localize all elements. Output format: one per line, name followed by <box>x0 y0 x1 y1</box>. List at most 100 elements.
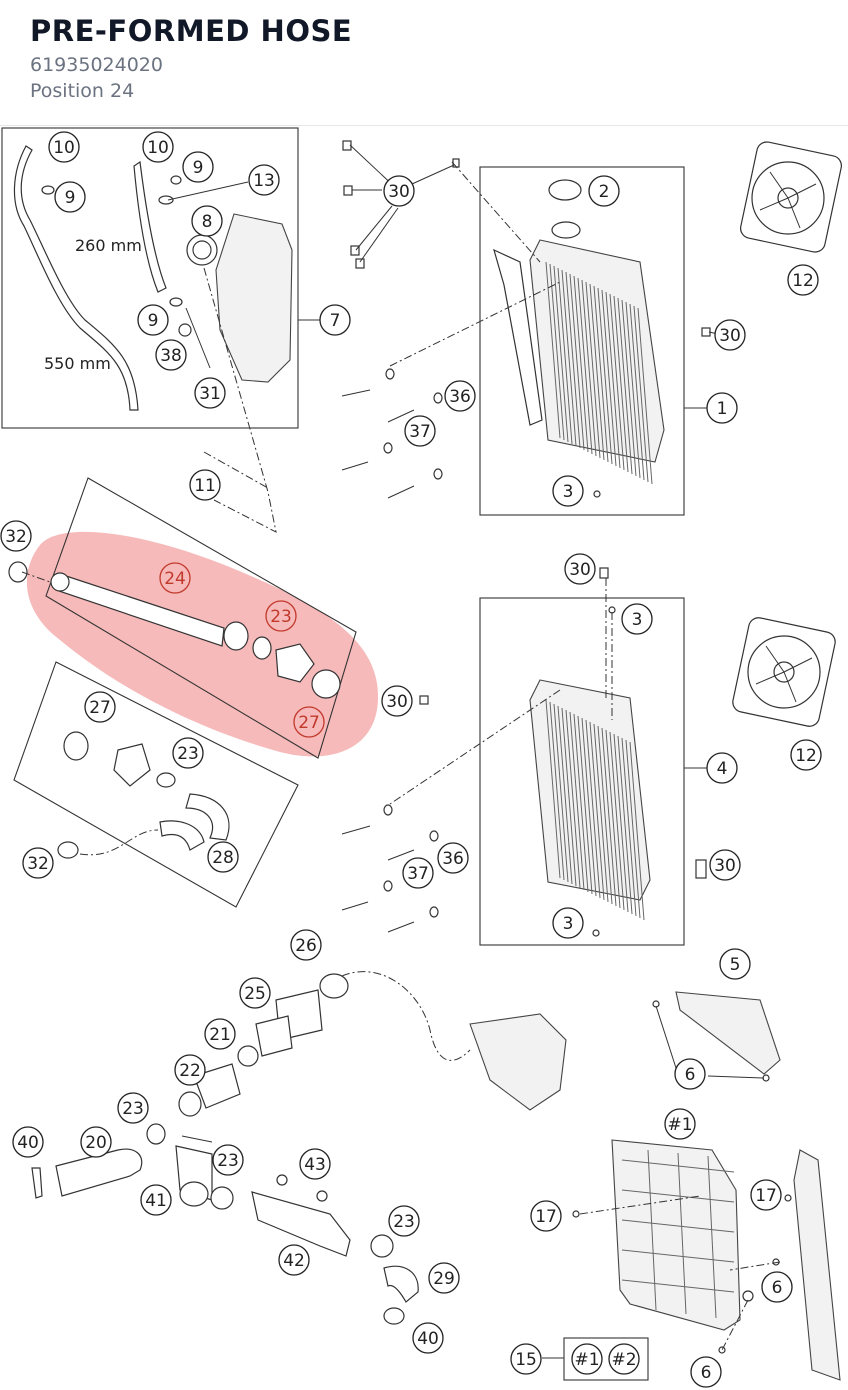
svg-text:10: 10 <box>147 138 169 158</box>
guard-rib <box>621 1159 735 1173</box>
callout-bubble[interactable]: 6 <box>674 1058 706 1090</box>
callout-bubble[interactable]: 26 <box>290 929 322 961</box>
dimension-550: 550 mm <box>44 354 111 373</box>
callout-bubble[interactable]: 32 <box>22 847 54 879</box>
radiator-guard-side <box>793 1149 841 1381</box>
callout-bubble[interactable]: 36 <box>437 842 469 874</box>
fin-line <box>581 279 597 457</box>
callout-bubble-highlighted[interactable]: 24 <box>159 562 191 594</box>
thermostat-cover <box>113 743 151 787</box>
callout-bubble[interactable]: 6 <box>761 1271 793 1303</box>
callout-bubble[interactable]: 37 <box>404 415 436 447</box>
svg-text:30: 30 <box>719 326 741 346</box>
svg-text:3: 3 <box>632 610 643 630</box>
callout-bubble[interactable]: 13 <box>248 164 280 196</box>
svg-text:2: 2 <box>599 182 610 202</box>
callout-bubble[interactable]: 37 <box>402 857 434 889</box>
svg-text:41: 41 <box>145 1191 167 1211</box>
svg-text:21: 21 <box>209 1025 231 1045</box>
callout-bubble[interactable]: 7 <box>319 304 351 336</box>
fin-line <box>629 303 645 481</box>
callout-bubble[interactable]: 11 <box>189 469 221 501</box>
svg-text:29: 29 <box>433 1269 455 1289</box>
callout-bubble[interactable]: 41 <box>140 1184 172 1216</box>
callout-bubble[interactable]: #2 <box>608 1343 640 1375</box>
callout-bubble-highlighted[interactable]: 23 <box>265 600 297 632</box>
svg-text:30: 30 <box>386 692 408 712</box>
callout-bubble[interactable]: 25 <box>239 977 271 1009</box>
svg-text:9: 9 <box>148 311 159 331</box>
callout-bubble[interactable]: 3 <box>552 907 584 939</box>
callout-bubble[interactable]: 40 <box>412 1322 444 1354</box>
callout-bubble[interactable]: 8 <box>191 205 223 237</box>
callout-bubble[interactable]: #1 <box>571 1343 603 1375</box>
callout-bubble[interactable]: 6 <box>690 1356 722 1388</box>
callout-bubble[interactable]: 21 <box>204 1018 236 1050</box>
clamp-32b <box>57 841 79 859</box>
hose-sleeve <box>223 621 249 651</box>
callout-bubble-highlighted[interactable]: 27 <box>293 706 325 738</box>
callout-bubble[interactable]: 17 <box>750 1179 782 1211</box>
callout-bubble[interactable]: 27 <box>84 691 116 723</box>
svg-text:#1: #1 <box>667 1115 692 1135</box>
callout-bubble[interactable]: 29 <box>428 1262 460 1294</box>
callout-bubble[interactable]: 32 <box>0 520 32 552</box>
callout-bubble[interactable]: 38 <box>155 339 187 371</box>
fin-line <box>573 713 589 893</box>
fin-line <box>609 731 625 911</box>
callout-bubble[interactable]: 23 <box>212 1144 244 1176</box>
callout-bubble[interactable]: 31 <box>194 377 226 409</box>
callout-bubble[interactable]: 42 <box>278 1244 310 1276</box>
svg-text:15: 15 <box>515 1350 537 1370</box>
callout-bubble[interactable]: 23 <box>172 737 204 769</box>
callout-bubble[interactable]: 30 <box>381 685 413 717</box>
hose-clamp <box>170 175 182 185</box>
fin-line <box>569 711 585 891</box>
callout-bubble[interactable]: 1 <box>706 392 738 424</box>
callout-bubble[interactable]: #1 <box>664 1108 696 1140</box>
fin-line <box>605 291 621 469</box>
fin-line <box>581 717 597 897</box>
callout-bubble[interactable]: 17 <box>530 1200 562 1232</box>
svg-text:23: 23 <box>270 607 292 627</box>
callout-bubble[interactable]: 43 <box>299 1148 331 1180</box>
callout-bubble[interactable]: 30 <box>564 553 596 585</box>
frame-thermostat-assembly <box>13 661 299 908</box>
frame-radiator-right <box>479 166 685 516</box>
callout-bubble[interactable]: 9 <box>182 151 214 183</box>
callout-bubble[interactable]: 10 <box>142 131 174 163</box>
callout-bubble[interactable]: 23 <box>388 1205 420 1237</box>
callout-bubble[interactable]: 12 <box>787 264 819 296</box>
callout-bubble[interactable]: 40 <box>12 1126 44 1158</box>
callout-bubble[interactable]: 4 <box>706 752 738 784</box>
callout-bubble[interactable]: 30 <box>383 175 415 207</box>
callout-bubble[interactable]: 10 <box>48 131 80 163</box>
callout-bubble[interactable]: 22 <box>174 1054 206 1086</box>
callout-bubble[interactable]: 9 <box>54 181 86 213</box>
callout-bubble[interactable]: 3 <box>552 475 584 507</box>
callout-layer: 10 9 10 9 13 8 9 38 31 7 30 2 12 30 1 36… <box>0 131 822 1388</box>
callout-bubble[interactable]: 23 <box>117 1092 149 1124</box>
callout-bubble[interactable]: 5 <box>719 948 751 980</box>
clip-43 <box>276 1174 288 1186</box>
clip-30 <box>342 140 711 879</box>
callout-bubble[interactable]: 2 <box>588 175 620 207</box>
callout-bubble[interactable]: 30 <box>714 319 746 351</box>
callout-bubble[interactable]: 36 <box>444 380 476 412</box>
callout-bubble[interactable]: 9 <box>137 304 169 336</box>
callout-bubble[interactable]: 12 <box>790 739 822 771</box>
callout-bubble[interactable]: 30 <box>709 849 741 881</box>
fin-line <box>565 271 581 449</box>
svg-text:31: 31 <box>199 384 221 404</box>
fin-line <box>593 723 609 903</box>
guard-rib <box>707 1155 717 1319</box>
callout-bubble[interactable]: 15 <box>510 1343 542 1375</box>
grommet <box>742 1290 754 1302</box>
fin-line <box>549 263 565 441</box>
guard-rib <box>647 1149 657 1311</box>
callout-bubble[interactable]: 28 <box>207 841 239 873</box>
callout-bubble[interactable]: 20 <box>80 1126 112 1158</box>
fin-line <box>545 699 561 879</box>
fin-line <box>577 715 593 895</box>
callout-bubble[interactable]: 3 <box>621 603 653 635</box>
